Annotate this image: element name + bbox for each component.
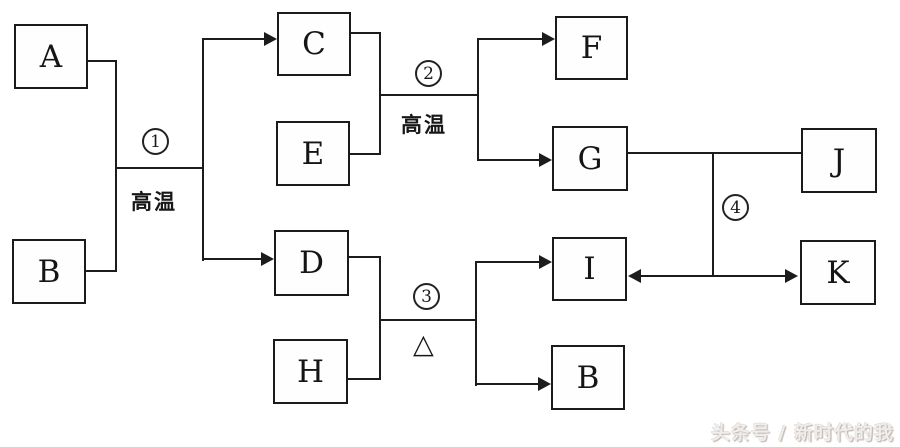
node-F: F xyxy=(555,16,628,80)
node-C-label: C xyxy=(302,26,326,62)
line-reaction-1 xyxy=(115,167,204,169)
line-G-to-J xyxy=(628,152,801,154)
line-to-C xyxy=(202,38,266,40)
node-H-label: H xyxy=(296,353,325,390)
arrowhead-to-D-icon xyxy=(261,252,274,266)
condition-1-label: 高温 xyxy=(131,190,177,214)
circled-number-2: 2 xyxy=(415,60,442,87)
line-reaction-3 xyxy=(379,319,477,321)
node-K: K xyxy=(800,240,876,305)
circled-number-1: 1 xyxy=(142,128,169,155)
circled-number-3-digit: 3 xyxy=(421,286,432,307)
line-from-B xyxy=(86,270,117,272)
node-B-product-label: B xyxy=(576,359,600,396)
line-to-G xyxy=(477,159,541,161)
split-I-B xyxy=(475,261,477,386)
line-from-C xyxy=(351,32,381,34)
node-A-label: A xyxy=(39,38,63,75)
arrowhead-to-G-icon xyxy=(539,153,552,167)
arrowhead-to-F-icon xyxy=(542,32,555,46)
line-reaction-4-drop xyxy=(712,152,714,277)
split-F-G xyxy=(477,38,479,161)
arrowhead-to-I-icon xyxy=(539,255,552,269)
line-from-H xyxy=(348,378,381,380)
node-F-label: F xyxy=(580,30,603,66)
node-B-product: B xyxy=(551,345,625,410)
node-J: J xyxy=(801,128,877,193)
node-C: C xyxy=(277,12,351,76)
line-I-to-K xyxy=(640,275,787,277)
condition-3-heat-symbol: △ xyxy=(413,329,434,360)
circled-number-4-digit: 4 xyxy=(730,197,741,218)
node-K-label: K xyxy=(826,254,850,291)
bracket-D-H xyxy=(379,256,381,380)
node-E: E xyxy=(276,121,350,186)
arrowhead-to-K-icon xyxy=(785,269,798,283)
circled-number-1-digit: 1 xyxy=(150,131,161,152)
line-from-A xyxy=(88,60,117,62)
circled-number-2-digit: 2 xyxy=(423,63,434,84)
node-D-label: D xyxy=(299,245,324,281)
bracket-C-E xyxy=(379,32,381,155)
node-B: B xyxy=(12,239,86,304)
line-to-D xyxy=(202,258,263,260)
line-to-F xyxy=(477,38,544,40)
node-G-label: G xyxy=(577,140,603,177)
watermark: 头条号 / 新时代的我 xyxy=(710,422,894,444)
node-A: A xyxy=(14,24,88,89)
node-D: D xyxy=(274,230,349,296)
circled-number-3: 3 xyxy=(413,283,440,310)
arrowhead-to-I-left-icon xyxy=(628,269,641,283)
line-from-E xyxy=(350,153,381,155)
line-from-D xyxy=(349,256,381,258)
split-C-D xyxy=(202,38,204,261)
circled-number-4: 4 xyxy=(722,194,749,221)
arrowhead-to-B-product-icon xyxy=(538,377,551,391)
line-to-I xyxy=(475,261,541,263)
condition-2-label: 高温 xyxy=(401,113,447,137)
node-G: G xyxy=(552,126,628,191)
node-I-label: I xyxy=(583,251,596,287)
node-I: I xyxy=(552,237,627,301)
bracket-A-B xyxy=(115,60,117,272)
node-J-label: J xyxy=(832,142,846,179)
arrowhead-to-C-icon xyxy=(264,32,277,46)
line-reaction-2 xyxy=(379,94,479,96)
line-to-B-product xyxy=(475,383,540,385)
node-E-label: E xyxy=(301,135,325,172)
node-B-label: B xyxy=(37,253,61,290)
node-H: H xyxy=(273,339,348,404)
